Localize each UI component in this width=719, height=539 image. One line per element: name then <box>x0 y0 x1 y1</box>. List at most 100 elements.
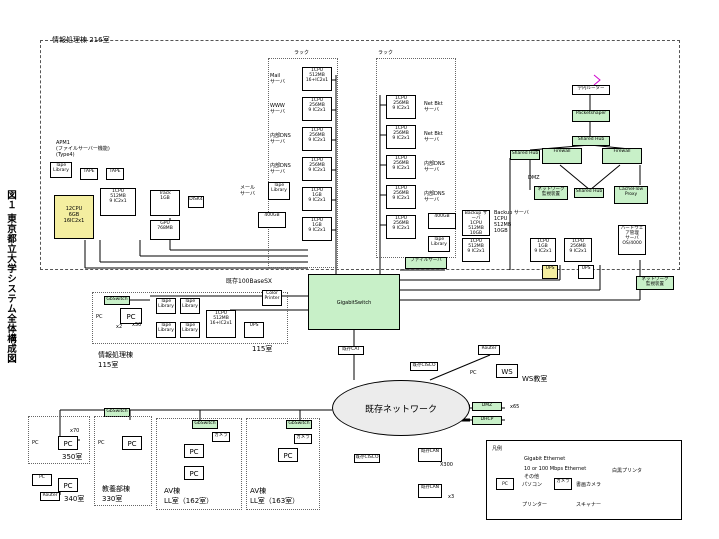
network-monitor-1: ネットワーク 監視装置 <box>636 276 674 290</box>
room-350-label: 350室 <box>62 453 83 461</box>
shared-hub-1: Shared Hub <box>572 136 610 146</box>
legend-line-3: その他 <box>524 474 540 480</box>
count-x70: x70 <box>70 428 80 434</box>
server-left-cpu-4: 1CPU 256MB 9 IC2x1 <box>302 157 332 181</box>
shared-hub-3: Shared Hub <box>574 188 604 198</box>
color-printer: Color Printer <box>262 290 282 306</box>
rack-frame-1 <box>268 58 338 268</box>
tape-b: TAPE <box>106 168 124 180</box>
room-162-label: AV棟 LL室（162室） <box>164 487 214 505</box>
ws-room-label: WS教室 <box>522 375 548 383</box>
pc-350: PC <box>32 440 39 446</box>
cat-node: 既存CAT <box>338 346 364 355</box>
server-left-label-4: 内部DNS サーバ <box>270 163 291 175</box>
file-server: ファイルサーバ <box>405 257 447 269</box>
pc-350-box: PC <box>58 436 78 450</box>
tape-library-3: Tape Library <box>428 236 450 252</box>
packetshaper: Packetshaper <box>572 110 610 122</box>
room-330-label: 教養部棟 330室 <box>102 485 130 503</box>
rack-label-2: ラック <box>378 50 394 56</box>
server-right-cpu-3: 1CPU 256MB 9 IC2x1 <box>386 155 416 179</box>
ups-2: UPS <box>542 265 558 279</box>
existing-100basesx: 既存100BaseSX <box>226 278 272 285</box>
apm-label: APM1 (ファイルサーバー機能) (Type4) <box>56 140 110 158</box>
ups-1: UPS <box>244 322 264 338</box>
cisco-node-2: 既存CISCO <box>354 454 380 463</box>
pc-162-box: PC <box>184 444 204 458</box>
pc-163-box: PC <box>278 448 298 462</box>
server-right-label-2: Net Bkt サーバ <box>424 131 443 143</box>
tape-115-b: Tape Library <box>180 298 200 314</box>
rack-label-1: ラック <box>294 50 310 56</box>
legend-title: 凡例 <box>492 446 503 452</box>
tape-115-c: Tape Library <box>156 322 176 338</box>
camera-163: カメラ <box>294 434 312 444</box>
room-330-frame <box>94 416 152 506</box>
dmz-node: DMZ <box>472 402 502 411</box>
tape-library-1: Tape Library <box>50 162 72 178</box>
legend-camera-box: カメラ <box>554 478 572 490</box>
server-right-cpu-4: 1CPU 256MB 9 IC2x1 <box>386 185 416 209</box>
gbswitch-163: GbSwitch <box>286 420 312 429</box>
ws-pc-label: PC <box>470 370 477 376</box>
legend <box>486 440 682 520</box>
legend-pc: パソコン <box>522 482 543 488</box>
cisco-node: 既存CISCO <box>410 362 438 371</box>
pc-340-b: PC <box>58 478 78 492</box>
network-monitor-2: ネットワーク 監視装置 <box>534 186 568 200</box>
server-left-label-5: メール サーバ <box>240 185 256 197</box>
area-115b-label: 115室 <box>252 345 273 353</box>
pc-162-box-2: PC <box>184 466 204 480</box>
pc-330: PC <box>98 440 105 446</box>
server-right-cpu-1: 1CPU 256MB 9 IC2x1 <box>386 95 416 119</box>
count-x300: X300 <box>440 462 453 468</box>
server-left-cpu-5: 1CPU 1GB 9 IC2x1 <box>302 187 332 211</box>
router-left: Router <box>40 492 60 501</box>
lan-node-2: 既存LAN <box>418 484 442 498</box>
gbswitch-115: GbSwitch <box>104 296 130 305</box>
existing-network-cloud: 既存ネットワーク <box>332 380 470 436</box>
ws-box: WS <box>496 364 518 378</box>
partial-router: 学内ルーター <box>572 85 610 95</box>
legend-bw: 白黒プリンタ <box>612 468 643 474</box>
server-right-label-3: 内部DNS サーバ <box>424 161 445 173</box>
legend-scanner: スキャナー <box>576 502 602 508</box>
dhcp-node: DHCP <box>472 416 502 425</box>
server-right-label-4: 内部DNS サーバ <box>424 191 445 203</box>
hard-server: ハードウェア管理 サーバ OS/4000 <box>618 225 646 255</box>
count-x3: x3 <box>448 494 455 500</box>
lan-node: 既存LAN <box>418 448 442 462</box>
tape-115-a: Tape Library <box>156 298 176 314</box>
room-163-label: AV棟 LL室（163室） <box>250 487 300 505</box>
camera-162: カメラ <box>212 432 230 442</box>
server-left-label-2: WWW サーバ <box>270 103 285 115</box>
server-left-cpu-6: 1CPU 1GB 9 IC2x1 <box>302 217 332 241</box>
tape-115-d: Tape Library <box>180 322 200 338</box>
server-right-cpu-5: 1CPU 256MB 9 IC2x1 <box>386 215 416 239</box>
disk4: DISK4 <box>188 196 204 208</box>
cpu-mid-server: 1CPU 512MB 9 IC2x1 <box>100 188 136 216</box>
gpu-server: GPU 768MB <box>150 220 180 240</box>
room-163-frame <box>246 418 320 510</box>
legend-pc-box: PC <box>496 478 514 490</box>
count-x2: x2 <box>116 324 123 330</box>
cacheflow-proxy: CacheFlow Proxy <box>614 186 648 204</box>
server-left-label-3: 内部DNS サーバ <box>270 133 291 145</box>
track-server: Track 1GB <box>150 190 180 216</box>
area-115-label: 情報処理棟 115室 <box>98 351 133 369</box>
pc-115-box: PC <box>120 308 142 324</box>
gigabit-switch: GigabitSwitch <box>308 274 400 330</box>
count-x50: x50 <box>132 322 142 328</box>
backup-server-2: 1CPU 512MB 9 IC2x1 <box>462 238 490 262</box>
cpu-115: 1CPU 512MB 16+IC2x1 <box>206 310 236 338</box>
backup-label: Backup サーバ 1CPU 512MB 10GB <box>494 210 529 234</box>
gbswitch-162: GbSwitch <box>192 420 218 429</box>
pc-330-box: PC <box>122 436 142 450</box>
cpu-1gb: 1CPU 1GB 9 IC2x1 <box>530 238 556 262</box>
server-right-cpu-2: 1CPU 256MB 9 IC2x1 <box>386 125 416 149</box>
count-x65: x65 <box>510 404 520 410</box>
backup-server-1: Backup サーバ 1CPU 512MB 10GB <box>462 210 490 236</box>
legend-line-2: 10 or 100 Mbps Ethernet <box>524 466 587 472</box>
tape-a: TAPE <box>80 168 98 180</box>
top-area-label: 情報処理棟 216室 <box>52 36 110 44</box>
